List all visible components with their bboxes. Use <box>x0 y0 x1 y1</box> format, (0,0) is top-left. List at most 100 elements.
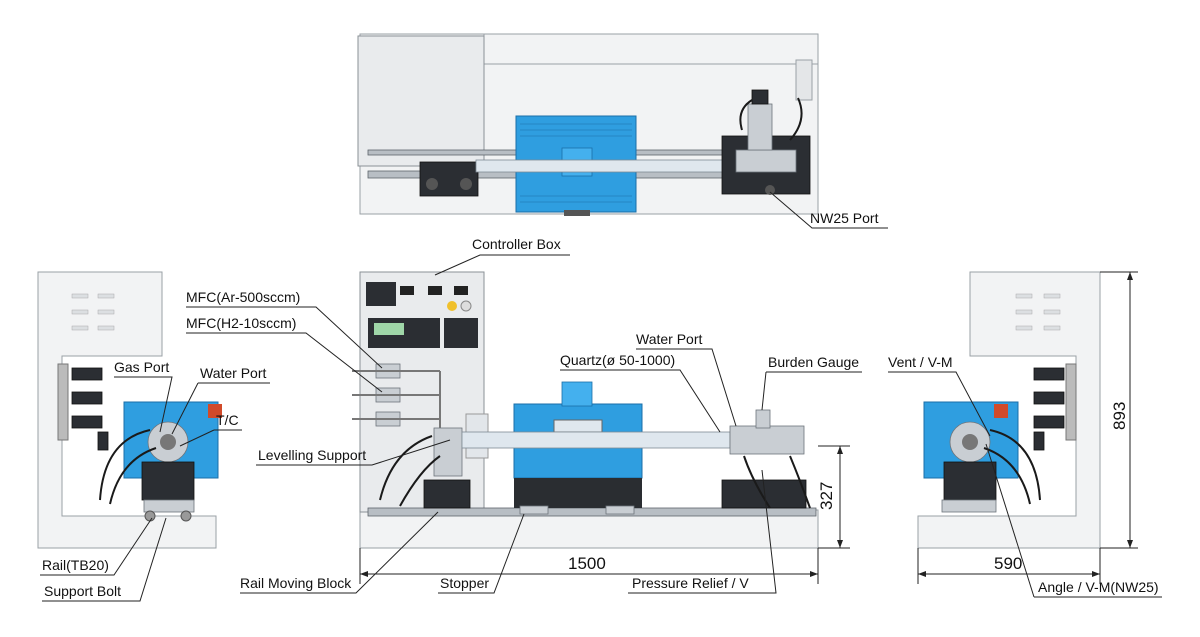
front-view-left-flange <box>433 427 463 477</box>
left-side-rail-block <box>143 499 195 513</box>
right-side-rail-block <box>941 499 997 513</box>
label-pressure-relief: Pressure Relief / V <box>632 575 749 591</box>
left-side-flange-center <box>160 434 176 450</box>
label-rail: Rail(TB20) <box>42 557 109 573</box>
leader-mfc-ar <box>186 306 383 369</box>
top-view-left-wheel-2 <box>460 178 472 190</box>
label-water-port-center: Water Port <box>636 331 702 347</box>
label-burden-gauge: Burden Gauge <box>768 354 859 370</box>
front-view-meter-2 <box>428 286 442 295</box>
label-tc: T/C <box>216 412 239 428</box>
top-view-bracket <box>795 59 813 101</box>
right-side-vents <box>1015 293 1061 331</box>
leader-nw25-port <box>769 191 888 229</box>
left-side-mfc-1 <box>71 367 103 381</box>
leader-pressure-relief <box>628 469 777 594</box>
top-view-flange-body <box>735 149 797 173</box>
leader-mfc-h2 <box>186 332 383 393</box>
leader-stopper <box>438 513 525 594</box>
leader-vent <box>888 371 991 437</box>
front-view-burden-gauge <box>755 409 771 429</box>
top-view-furnace-vents <box>520 123 632 203</box>
left-side-frame <box>37 271 217 549</box>
left-side-indicator <box>208 404 222 418</box>
top-view-gauge-stem <box>747 103 773 151</box>
leader-support-bolt <box>42 517 167 602</box>
left-side-cables <box>99 429 157 505</box>
label-gas-port: Gas Port <box>114 359 169 375</box>
leader-rail <box>40 517 153 576</box>
front-view-switch-2 <box>460 300 472 312</box>
front-view-furnace-window <box>553 419 603 433</box>
top-view-cables <box>739 97 803 141</box>
leader-rail-moving-block <box>240 511 439 594</box>
label-water-port-left: Water Port <box>200 365 266 381</box>
left-side-vents <box>71 293 115 331</box>
top-view-port <box>765 185 775 195</box>
dimension-width-front: 1500 <box>568 554 606 573</box>
top-view-rear-ledge <box>483 33 819 65</box>
leader-angle-valve <box>985 443 1162 598</box>
label-rail-moving-block: Rail Moving Block <box>240 575 352 591</box>
front-view-furnace-stand <box>514 478 642 508</box>
front-view-right-cables <box>743 455 811 509</box>
dimension-height-side: 893 <box>1110 402 1129 430</box>
leader-controller-box <box>434 254 570 276</box>
label-mfc-ar: MFC(Ar-500sccm) <box>186 289 300 305</box>
front-view-quartz-tube <box>461 431 731 449</box>
left-side-bolt-2 <box>180 510 192 522</box>
label-controller-box: Controller Box <box>472 236 561 252</box>
top-view-controller-box <box>357 35 485 167</box>
dimension-width-side: 590 <box>994 554 1022 573</box>
front-view <box>352 271 819 549</box>
front-view-right-flange <box>729 425 805 455</box>
left-side-manifold <box>57 363 69 441</box>
front-view-left-support <box>423 479 471 509</box>
leader-water-port-center <box>636 348 737 427</box>
front-view-left-cables <box>379 435 441 507</box>
label-stopper: Stopper <box>440 575 489 591</box>
front-view-vacuum-display <box>444 318 478 348</box>
label-levelling-support: Levelling Support <box>258 447 366 463</box>
left-side-view <box>37 271 222 549</box>
dimension-893 <box>1100 271 1138 549</box>
right-side-valve <box>1033 431 1045 451</box>
right-side-cables <box>983 429 1041 505</box>
dimension-327 <box>818 445 850 549</box>
leader-levelling-support <box>256 439 451 466</box>
right-side-mfc-2 <box>1033 391 1065 405</box>
left-side-mfc-3 <box>71 415 103 429</box>
top-view-gauge-head <box>751 89 769 105</box>
left-side-bolt <box>144 510 156 522</box>
dimension-590 <box>917 548 1101 584</box>
right-side-support <box>943 461 997 501</box>
label-nw25-port: NW25 Port <box>810 210 879 226</box>
right-side-indicator <box>994 404 1008 418</box>
front-view-stopper <box>519 505 549 515</box>
leader-gas-port <box>114 376 173 433</box>
dimension-height-front: 327 <box>817 482 836 510</box>
top-view-quartz-tube <box>475 159 727 173</box>
front-view-meter-3 <box>454 286 468 295</box>
top-view-furnace-handle <box>564 210 590 216</box>
front-view-mfc-screen <box>374 323 404 335</box>
right-side-manifold <box>1065 363 1077 441</box>
label-support-bolt: Support Bolt <box>44 583 121 599</box>
label-mfc-h2: MFC(H2-10sccm) <box>186 315 296 331</box>
front-view-stopper-2 <box>605 505 635 515</box>
leader-tc <box>179 429 242 447</box>
label-vent: Vent / V-M <box>888 354 953 370</box>
front-view-meter-1 <box>400 286 414 295</box>
leader-burden-gauge <box>761 371 862 411</box>
leader-quartz <box>560 369 721 433</box>
left-side-valve <box>97 431 109 451</box>
front-view-furnace-top <box>561 381 593 407</box>
right-side-frame <box>917 271 1101 549</box>
left-side-support <box>141 461 195 501</box>
top-view-left-wheel <box>426 178 438 190</box>
leader-water-port-left <box>171 382 270 435</box>
left-side-mfc-2 <box>71 391 103 405</box>
top-view <box>357 33 819 216</box>
front-view-switch-1 <box>447 301 457 311</box>
